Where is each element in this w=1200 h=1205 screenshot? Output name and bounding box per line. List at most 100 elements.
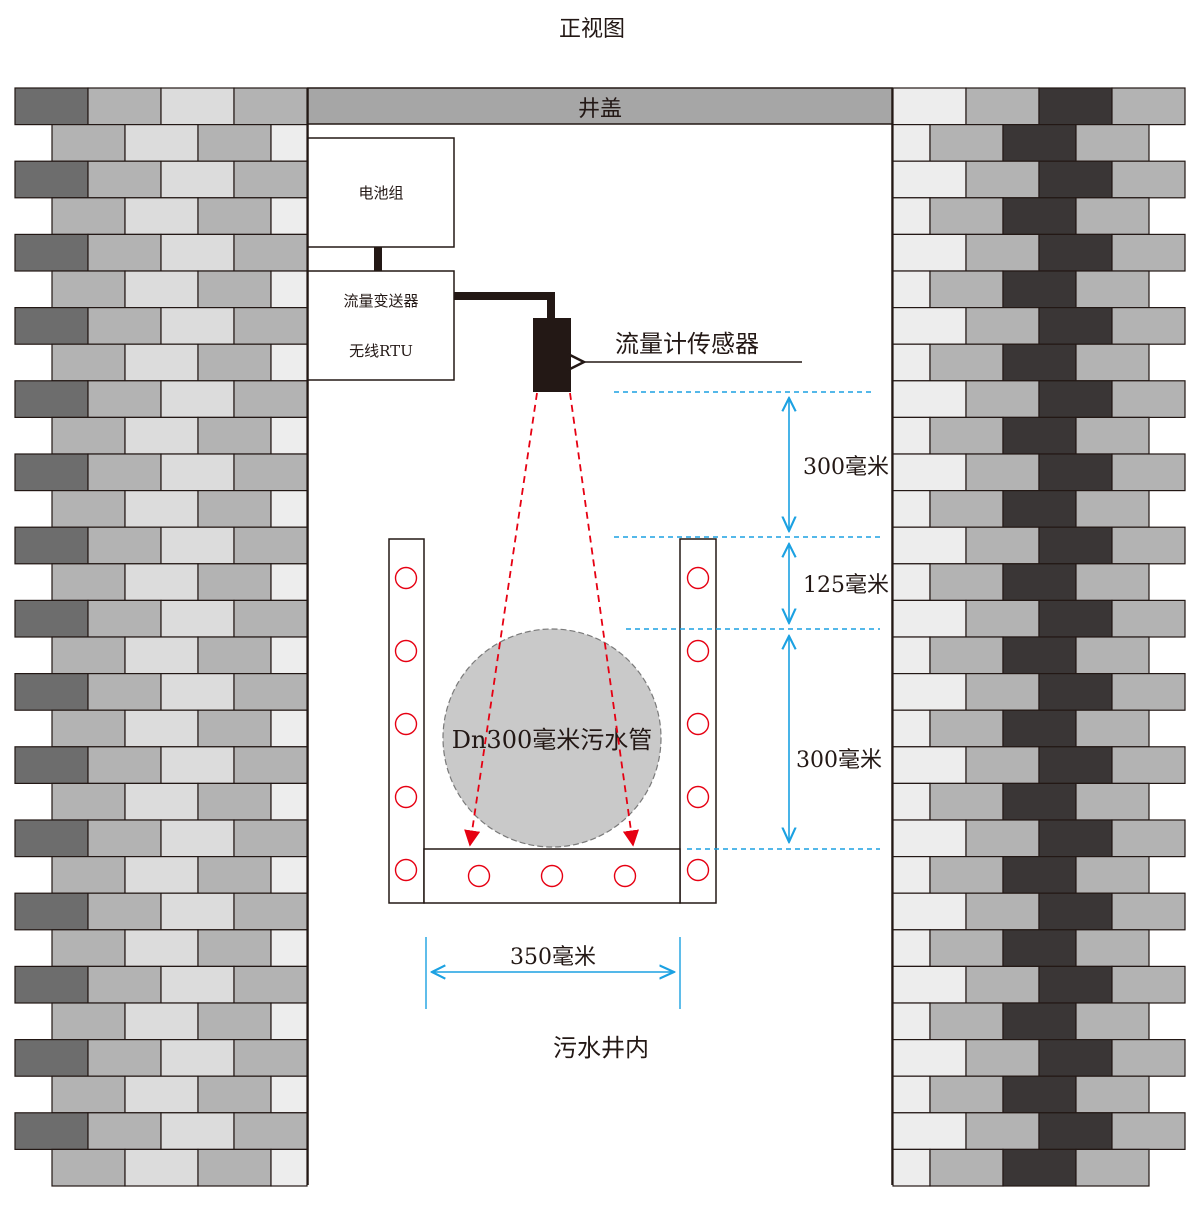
brick	[51, 855, 126, 894]
brick	[197, 929, 272, 967]
brick	[1111, 526, 1186, 565]
brick	[1002, 563, 1077, 601]
brick	[14, 892, 89, 931]
brick	[1038, 380, 1113, 418]
brick	[233, 965, 308, 1004]
brick	[197, 636, 272, 675]
brick	[51, 197, 126, 236]
brick	[87, 1112, 162, 1151]
brick	[160, 380, 235, 418]
brick	[892, 965, 967, 1004]
channel-right-wall	[679, 538, 717, 904]
channel-left-wall	[388, 538, 425, 904]
bolt-hole	[686, 785, 710, 809]
brick	[270, 1002, 308, 1041]
brick	[197, 416, 272, 455]
brick	[270, 197, 308, 236]
brick	[1038, 746, 1113, 784]
brick	[929, 1075, 1004, 1114]
brick	[1111, 307, 1186, 345]
brick	[87, 87, 162, 126]
brick	[270, 270, 308, 309]
wireless-rtu-label: 无线RTU	[349, 342, 413, 360]
brick	[1075, 563, 1150, 601]
brick	[14, 599, 89, 638]
brick	[892, 855, 931, 894]
brick	[965, 892, 1040, 931]
signal-beam-right	[569, 392, 640, 847]
brick	[87, 599, 162, 638]
brick	[892, 746, 967, 784]
brick	[1038, 1112, 1113, 1151]
brick	[892, 123, 931, 162]
brick	[160, 160, 235, 199]
dimension-label-mid: 125毫米	[803, 573, 889, 598]
sewage-well-label: 污水井内	[553, 1034, 649, 1062]
brick	[14, 1112, 89, 1151]
brick	[197, 1002, 272, 1041]
brick	[160, 1038, 235, 1077]
brick	[233, 160, 308, 199]
dimension-label-bottom: 300毫米	[796, 748, 882, 773]
brick	[270, 782, 308, 821]
brick	[51, 343, 126, 382]
brick	[1111, 160, 1186, 199]
brick	[1111, 380, 1186, 418]
brick	[160, 1112, 235, 1151]
brick	[1038, 526, 1113, 565]
brick	[270, 709, 308, 748]
brick	[124, 782, 199, 821]
brick	[892, 672, 967, 711]
brick	[51, 1148, 126, 1187]
bolt-hole	[394, 566, 418, 590]
brick	[160, 746, 235, 784]
bolt-hole	[467, 864, 491, 888]
dimension-label-width: 350毫米	[510, 945, 596, 970]
brick	[1111, 87, 1186, 126]
brick	[929, 270, 1004, 309]
brick	[965, 307, 1040, 345]
brick	[87, 160, 162, 199]
brick	[124, 1075, 199, 1114]
brick	[1002, 490, 1077, 528]
brick	[892, 416, 931, 455]
brick	[929, 636, 1004, 675]
brick	[892, 892, 967, 931]
brick	[965, 233, 1040, 272]
brick	[1002, 929, 1077, 967]
brick	[892, 636, 931, 675]
bolt-hole	[394, 858, 418, 882]
brick	[87, 1038, 162, 1077]
brick	[197, 1075, 272, 1114]
brick	[1038, 819, 1113, 858]
brick	[892, 1075, 931, 1114]
brick	[197, 782, 272, 821]
brick	[233, 819, 308, 858]
brick	[965, 965, 1040, 1004]
brick	[929, 563, 1004, 601]
brick	[929, 343, 1004, 382]
brick	[270, 636, 308, 675]
brick	[892, 197, 931, 236]
brick	[233, 672, 308, 711]
brick	[233, 1112, 308, 1151]
brick	[1038, 453, 1113, 492]
brick	[160, 307, 235, 345]
brick	[233, 1038, 308, 1077]
brick	[892, 709, 931, 748]
brick	[892, 160, 967, 199]
brick	[1075, 343, 1150, 382]
brick	[1075, 855, 1150, 894]
brick	[965, 160, 1040, 199]
brick	[87, 672, 162, 711]
brick	[14, 819, 89, 858]
brick	[1111, 892, 1186, 931]
brick	[1002, 1002, 1077, 1041]
brick	[1002, 782, 1077, 821]
brick	[270, 123, 308, 162]
brick	[965, 453, 1040, 492]
manhole-cover	[307, 87, 893, 125]
brick	[233, 307, 308, 345]
brick	[892, 453, 967, 492]
